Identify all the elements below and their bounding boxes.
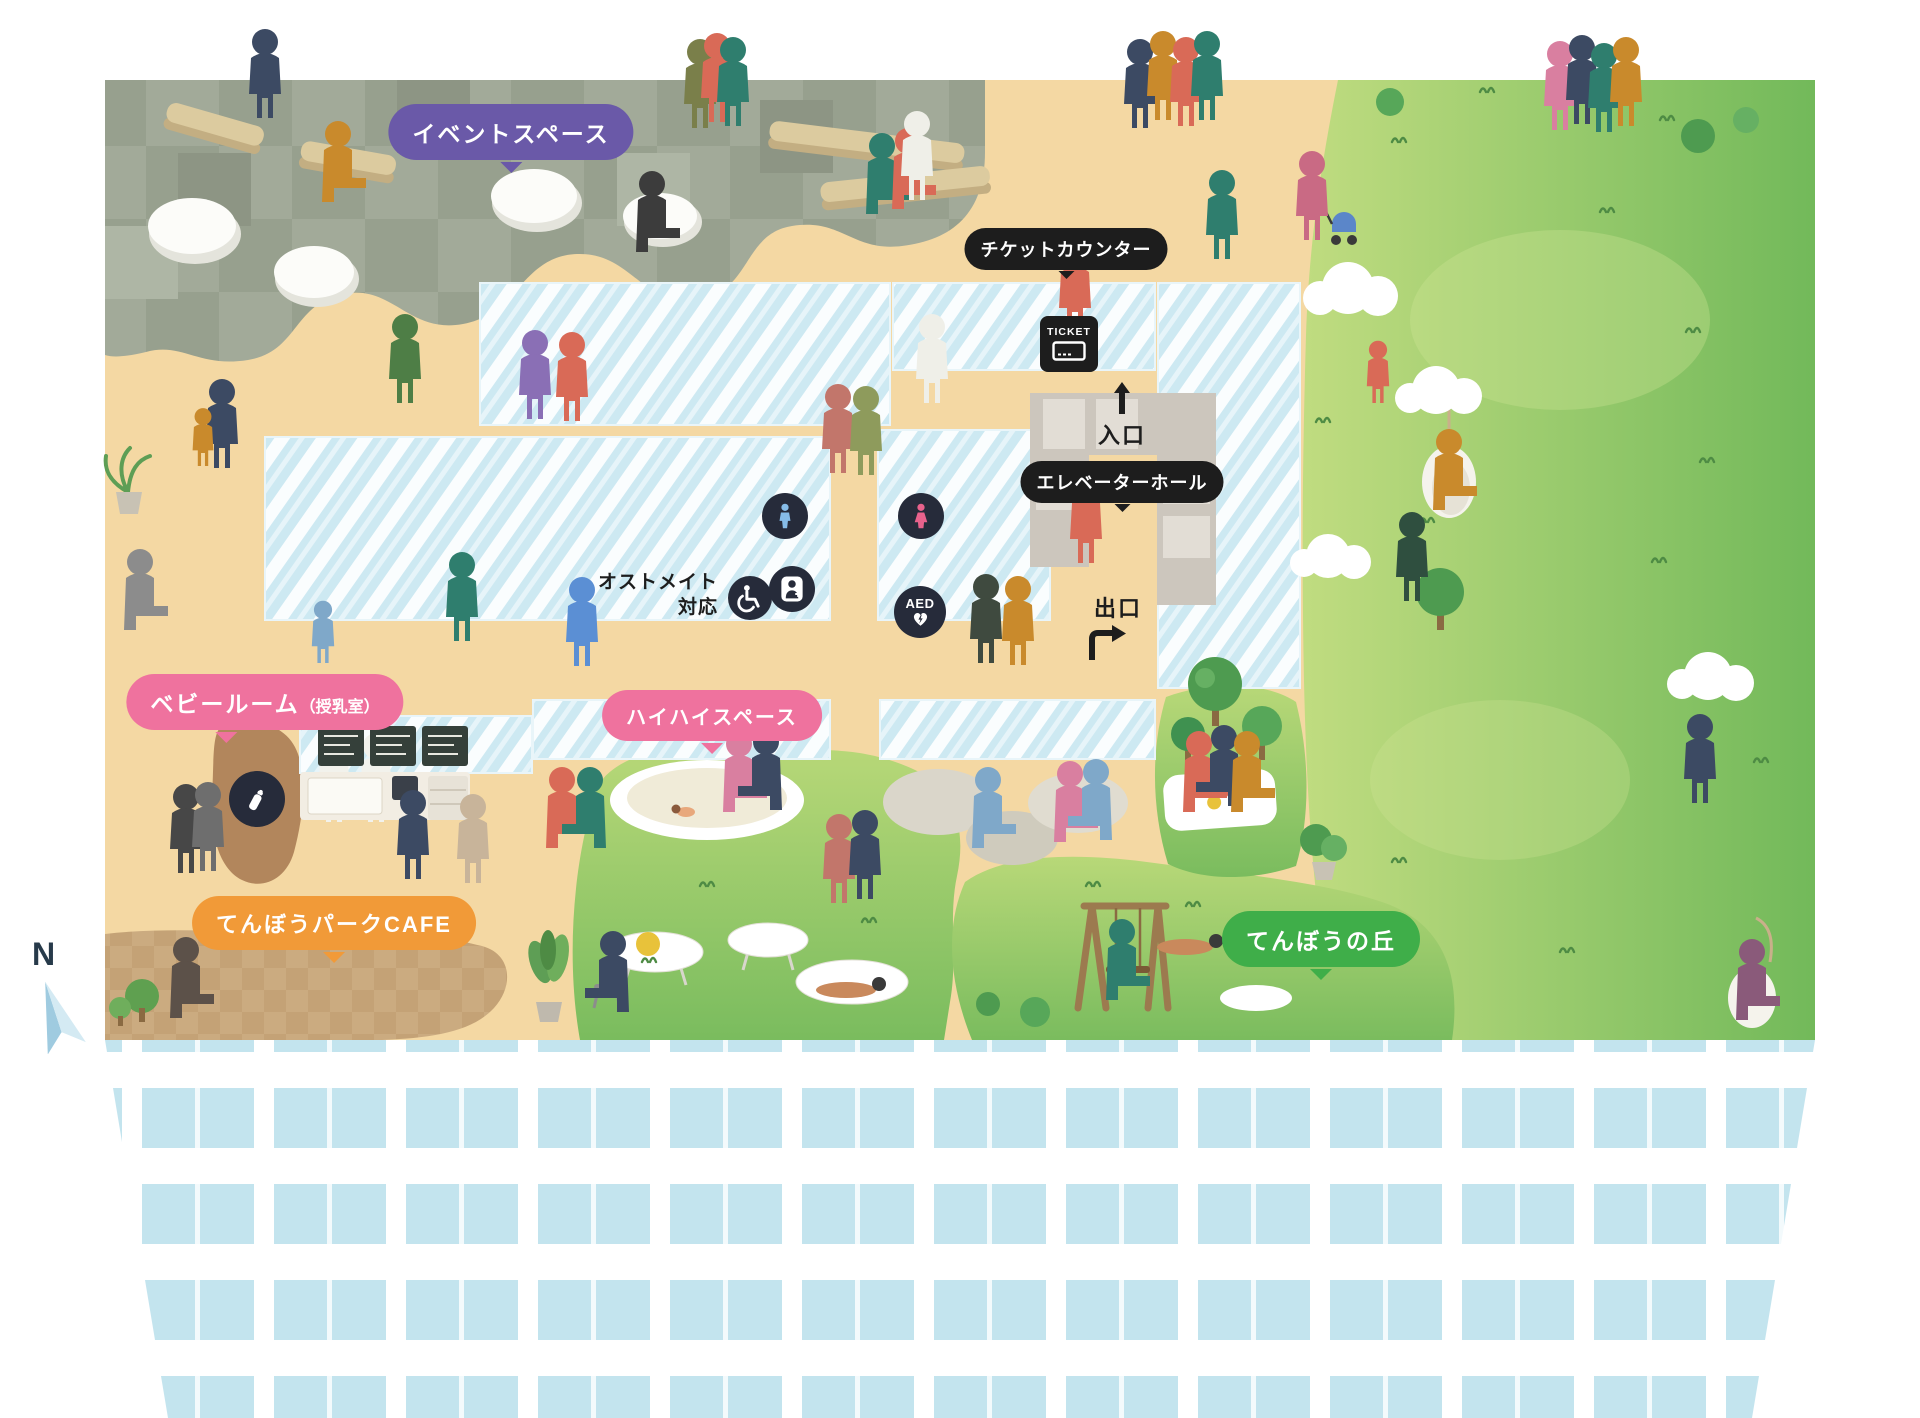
building-facade [105, 1040, 1815, 1418]
compass-north-label: N [32, 936, 56, 972]
plants [103, 446, 1347, 1026]
people [124, 29, 1780, 1020]
entrance-label-text: 入口 [1097, 423, 1147, 448]
compass-needle-icon [45, 981, 86, 1054]
label-ticket-counter: チケットカウンター [964, 228, 1168, 270]
label-cafe: てんぼうパークCAFE [192, 896, 476, 950]
ostomate-sign: オストメイト 対応 [596, 571, 718, 620]
label-crawl-space: ハイハイスペース [602, 690, 822, 741]
area-park-right [1302, 80, 1815, 1040]
ostomate-line2: 対応 [677, 596, 718, 618]
label-baby-room: ベビールーム（授乳室） [126, 674, 404, 730]
baby-room-label-text: ベビールーム [150, 691, 300, 717]
wheelchair-icon [728, 576, 772, 620]
aed-label-text: AED [905, 596, 935, 611]
ticket-sign-text: TICKET [1047, 326, 1091, 339]
exit-sign: 出口 [1093, 596, 1143, 621]
ticket-icon [1052, 341, 1086, 361]
label-hill: てんぼうの丘 [1222, 911, 1420, 967]
ticket-sign: TICKET [1040, 316, 1098, 372]
cafe-counter [300, 726, 470, 820]
aed-icon: AED [894, 586, 946, 638]
entrance-arrow-icon [1113, 382, 1130, 414]
clouds [1290, 262, 1754, 701]
area-cafe [105, 929, 508, 1040]
label-event-space: イベントスペース [388, 104, 634, 160]
mens-restroom-icon [762, 493, 808, 539]
label-elevator-hall: エレベーターホール [1020, 461, 1224, 503]
ostomate-line1: オストメイト [597, 572, 718, 593]
exit-arrow-icon [1089, 625, 1126, 660]
baby-room-label-note: （授乳室） [299, 699, 380, 716]
womens-restroom-icon [898, 493, 944, 539]
baby-bottle-icon [229, 771, 285, 827]
entrance-sign: 入口 [1098, 381, 1146, 450]
ostomate-icon [769, 566, 815, 612]
